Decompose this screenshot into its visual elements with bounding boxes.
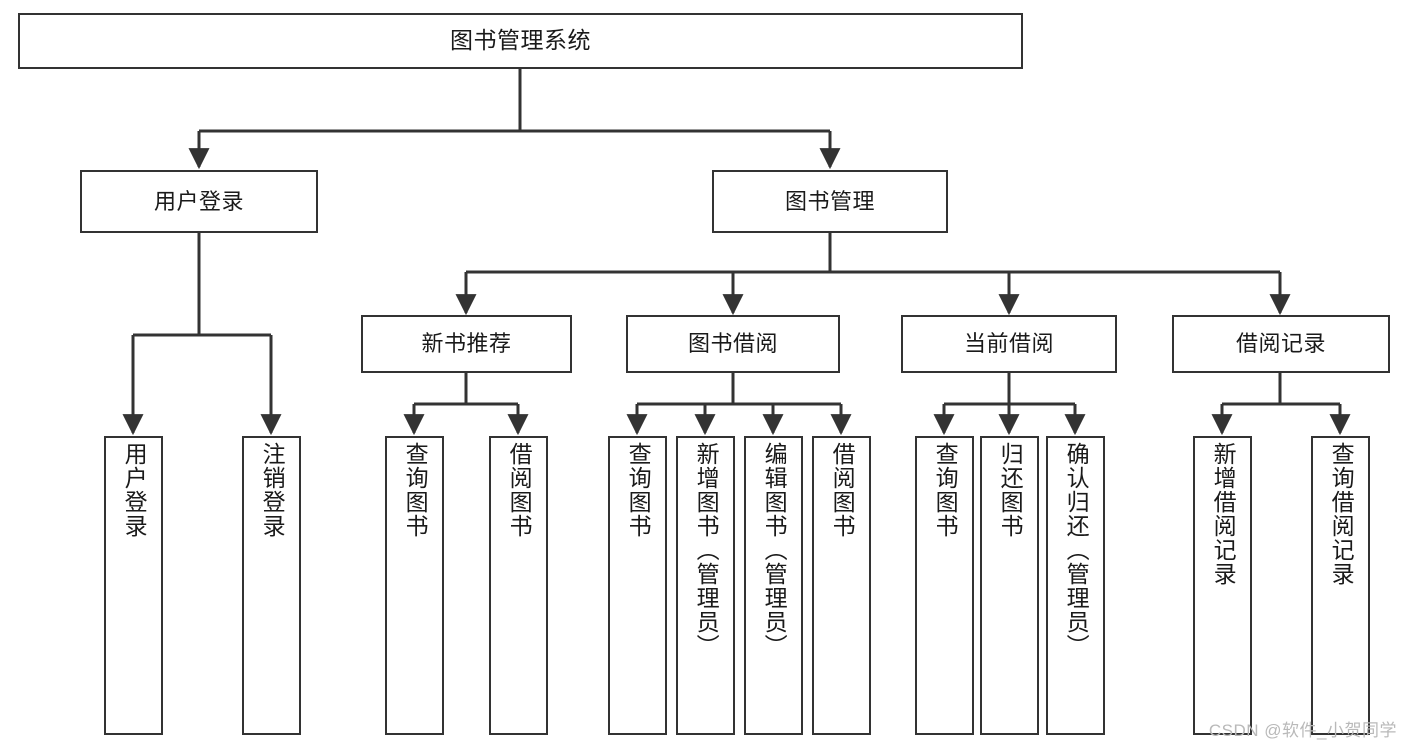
node-label: 借阅图书 bbox=[829, 442, 856, 538]
node-label: 编辑图书（管理员） bbox=[761, 442, 788, 658]
node-leaf-user-login-logout[interactable]: 注销登录 bbox=[242, 436, 301, 735]
node-leaf-book-borrow-borrow[interactable]: 借阅图书 bbox=[812, 436, 871, 735]
node-user-login[interactable]: 用户登录 bbox=[80, 170, 318, 233]
node-new-book-recommend[interactable]: 新书推荐 bbox=[361, 315, 572, 373]
node-leaf-user-login-login[interactable]: 用户登录 bbox=[104, 436, 163, 735]
node-label: 查询图书 bbox=[932, 442, 959, 538]
node-leaf-borrow-record-query[interactable]: 查询借阅记录 bbox=[1311, 436, 1370, 735]
node-leaf-book-borrow-query[interactable]: 查询图书 bbox=[608, 436, 667, 735]
node-leaf-new-book-borrow[interactable]: 借阅图书 bbox=[489, 436, 548, 735]
node-label: 新增借阅记录 bbox=[1210, 442, 1237, 586]
node-label: 用户登录 bbox=[153, 188, 244, 214]
node-label: 图书管理系统 bbox=[450, 27, 591, 54]
node-leaf-book-borrow-add[interactable]: 新增图书（管理员） bbox=[676, 436, 735, 735]
node-leaf-borrow-record-add[interactable]: 新增借阅记录 bbox=[1193, 436, 1252, 735]
node-label: 图书管理 bbox=[784, 188, 875, 214]
node-leaf-current-borrow-return[interactable]: 归还图书 bbox=[980, 436, 1039, 735]
node-current-borrow[interactable]: 当前借阅 bbox=[901, 315, 1117, 373]
node-label: 查询图书 bbox=[625, 442, 652, 538]
node-root-book-management-system[interactable]: 图书管理系统 bbox=[18, 13, 1023, 69]
node-label: 新增图书（管理员） bbox=[693, 442, 720, 658]
node-label: 确认归还（管理员） bbox=[1063, 442, 1090, 658]
node-label: 归还图书 bbox=[997, 442, 1024, 538]
node-label: 当前借阅 bbox=[963, 331, 1054, 357]
node-label: 借阅图书 bbox=[506, 442, 533, 538]
node-borrow-record[interactable]: 借阅记录 bbox=[1172, 315, 1390, 373]
node-leaf-new-book-query[interactable]: 查询图书 bbox=[385, 436, 444, 735]
node-leaf-current-borrow-query[interactable]: 查询图书 bbox=[915, 436, 974, 735]
node-label: 查询图书 bbox=[402, 442, 429, 538]
node-label: 借阅记录 bbox=[1235, 331, 1326, 357]
node-label: 图书借阅 bbox=[687, 331, 778, 357]
node-book-borrow[interactable]: 图书借阅 bbox=[626, 315, 840, 373]
node-label: 注销登录 bbox=[259, 442, 286, 538]
node-label: 用户登录 bbox=[121, 442, 148, 538]
node-label: 新书推荐 bbox=[421, 331, 512, 357]
node-label: 查询借阅记录 bbox=[1328, 442, 1355, 586]
node-leaf-current-borrow-confirm-return[interactable]: 确认归还（管理员） bbox=[1046, 436, 1105, 735]
node-leaf-book-borrow-edit[interactable]: 编辑图书（管理员） bbox=[744, 436, 803, 735]
node-book-management[interactable]: 图书管理 bbox=[712, 170, 948, 233]
